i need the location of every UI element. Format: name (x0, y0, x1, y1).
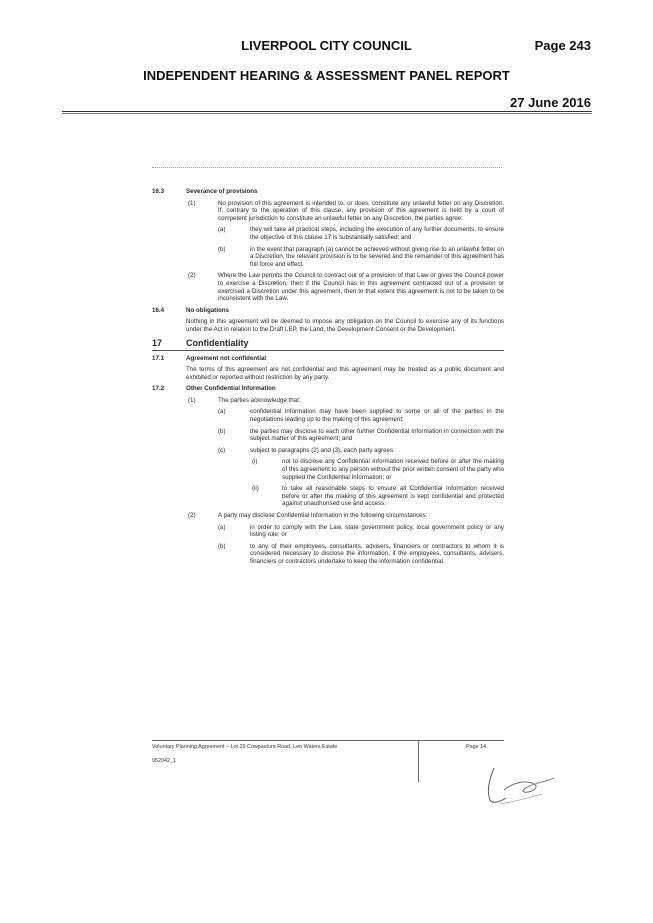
section-title: Other Confidential Information (186, 385, 276, 393)
clause-text: Where the Law permits the Council to con… (218, 272, 504, 303)
section-16-3-heading: 16.3 Severance of provisions (152, 188, 504, 196)
clause-17-2-1-c-i: (i) not to disclose any Confidential Inf… (152, 458, 504, 481)
clause-label: (b) (218, 427, 226, 435)
clause-label: (b) (218, 542, 226, 550)
clause-text: to take all reasonable steps to ensure a… (282, 485, 504, 508)
clause-label: (1) (188, 199, 196, 207)
section-title: Confidentiality (186, 337, 249, 348)
section-title: No obligations (186, 306, 229, 314)
clause-17-2-1-c-ii: (ii) to take all reasonable steps to ens… (152, 485, 504, 508)
clause-text: to any of their employees, consultants, … (250, 542, 504, 565)
section-number: 17.1 (152, 354, 165, 362)
clause-16-3-1-a: (a) they will take all practical steps, … (152, 226, 504, 241)
signature-initials (487, 767, 555, 805)
clause-text: in order to comply with the Law, state g… (250, 523, 504, 539)
scan-top-rule (152, 167, 502, 168)
footer-divider (418, 740, 419, 782)
clause-17-2-1: (1) The parties acknowledge that: (152, 397, 504, 405)
section-17-1-text: The terms of this agreement are not conf… (186, 366, 504, 381)
clause-16-3-1: (1) No provision of this agreement is in… (152, 200, 504, 223)
clause-label: (a) (218, 408, 226, 416)
clause-text: in the event that paragraph (a) cannot b… (250, 245, 504, 268)
section-number: 16.3 (152, 188, 165, 195)
clause-label: (a) (218, 523, 226, 531)
clause-text: the parties may disclose to each other f… (250, 427, 504, 443)
section-17-1-heading: 17.1 Agreement not confidential (152, 355, 504, 363)
clause-label: (1) (188, 396, 196, 404)
section-title: Agreement not confidential (186, 354, 267, 362)
clause-17-2-1-c: (c) subject to paragraphs (2) and (3), e… (152, 447, 504, 455)
clause-16-3-1-b: (b) in the event that paragraph (a) cann… (152, 246, 504, 269)
clause-text: not to disclose any Confidential Informa… (282, 458, 504, 481)
agreement-page-content: 16.3 Severance of provisions (1) No prov… (152, 188, 504, 570)
section-number: 17 (152, 337, 163, 348)
clause-17-2-2-a: (a) in order to comply with the Law, sta… (152, 524, 504, 539)
clause-text: confidential information may have been s… (250, 408, 504, 424)
clause-17-2-1-a: (a) confidential information may have be… (152, 408, 504, 423)
clause-17-2-1-b: (b) the parties may disclose to each oth… (152, 428, 504, 443)
header-rule (62, 111, 592, 112)
clause-label: (2) (188, 272, 196, 280)
section-16-4-heading: 16.4 No obligations (152, 307, 504, 315)
section-number: 17.2 (152, 385, 165, 393)
clause-text: No provision of this agreement is intend… (218, 199, 504, 222)
section-title: Severance of provisions (186, 188, 258, 195)
header-rule-thin (62, 113, 592, 114)
footer-agreement-title: Voluntary Planning Agreement – Lot 29 Co… (152, 744, 338, 750)
clause-text: The parties acknowledge that: (218, 396, 301, 404)
clause-17-2-2-b: (b) to any of their employees, consultan… (152, 543, 504, 566)
clause-text: A party may disclose Confidential Inform… (218, 512, 428, 519)
footer-rule (152, 740, 504, 741)
council-name: LIVERPOOL CITY COUNCIL (241, 38, 412, 53)
section-17-2-heading: 17.2 Other Confidential Information (152, 385, 504, 393)
section-17-heading: 17 Confidentiality (152, 338, 504, 351)
clause-17-2-2: (2) A party may disclose Confidential In… (152, 512, 504, 520)
clause-label: (b) (218, 245, 226, 253)
clause-16-3-2: (2) Where the Law permits the Council to… (152, 272, 504, 302)
footer-reference: 952042_1 (152, 758, 176, 764)
clause-label: (a) (218, 226, 226, 234)
report-date: 27 June 2016 (510, 95, 591, 110)
clause-label: (c) (218, 446, 226, 454)
section-16-4-text: Nothing in this agreement will be deemed… (186, 318, 504, 333)
page-number: Page 243 (534, 38, 591, 53)
clause-label: (2) (188, 512, 196, 519)
footer-page-number: Page 14 (466, 744, 487, 750)
report-title: INDEPENDENT HEARING & ASSESSMENT PANEL R… (143, 68, 510, 83)
section-number: 16.4 (152, 306, 165, 314)
clause-text: subject to paragraphs (2) and (3), each … (250, 446, 395, 454)
clause-label: (i) (252, 458, 258, 466)
clause-label: (ii) (252, 485, 259, 493)
clause-text: they will take all practical steps, incl… (250, 226, 504, 241)
